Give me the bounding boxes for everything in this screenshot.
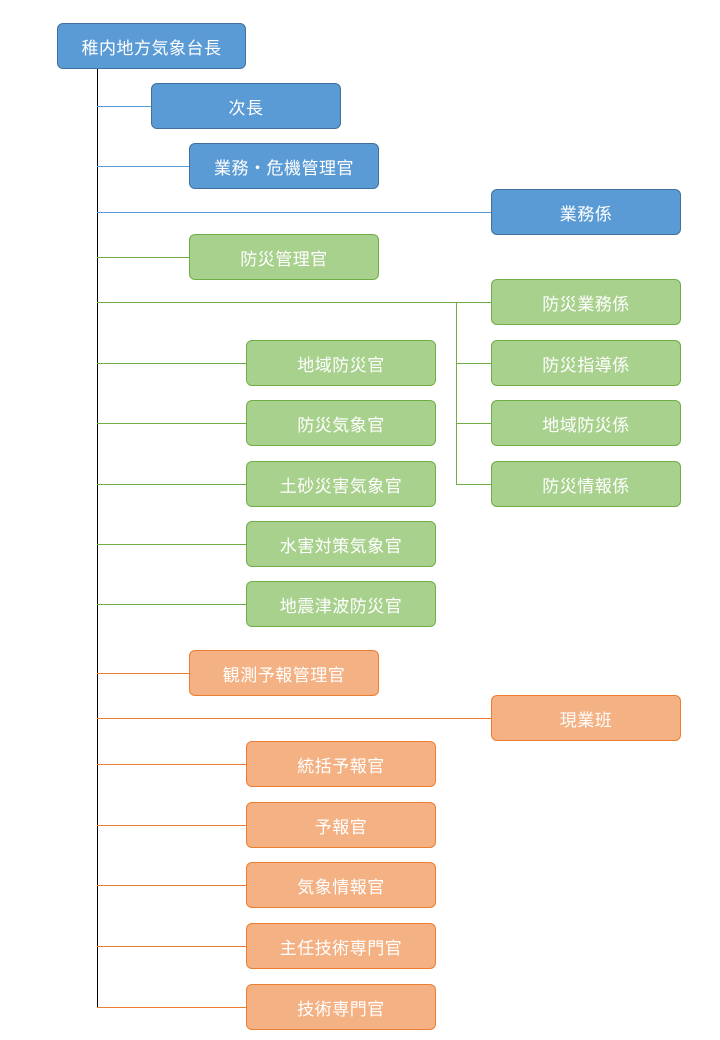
connector-tech-specialist [97, 1007, 247, 1008]
node-senior-tech-specialist: 主任技術専門官 [246, 923, 436, 969]
connector-quake-tsunami-officer [97, 604, 247, 605]
connector-affairs-officer [97, 166, 190, 167]
node-tech-specialist: 技術専門官 [246, 984, 436, 1030]
node-flood-officer: 水害対策気象官 [246, 521, 436, 567]
node-dp-manager: 防災管理官 [189, 234, 379, 280]
node-deputy: 次長 [151, 83, 341, 129]
node-dp-affairs-section: 防災業務係 [491, 279, 681, 325]
connector-dp-guidance [456, 363, 492, 364]
node-dp-info-section: 防災情報係 [491, 461, 681, 507]
connector-flood-officer [97, 544, 247, 545]
node-root-director: 稚内地方気象台長 [57, 23, 246, 69]
node-forecaster: 予報官 [246, 802, 436, 848]
trunk-line [97, 68, 98, 1008]
connector-dp-weather-officer [97, 423, 247, 424]
node-weather-info-officer: 気象情報官 [246, 862, 436, 908]
node-obs-manager: 観測予報管理官 [189, 650, 379, 696]
connector-forecaster [97, 825, 247, 826]
node-sediment-officer: 土砂災害気象官 [246, 461, 436, 507]
connector-deputy [97, 106, 152, 107]
connector-affairs-section [97, 212, 492, 213]
connector-chief-forecaster [97, 764, 247, 765]
node-affairs-officer: 業務・危機管理官 [189, 143, 379, 189]
connector-sediment-officer [97, 484, 247, 485]
connector-dp-info [456, 484, 492, 485]
node-affairs-section: 業務係 [491, 189, 681, 235]
connector-weather-info-officer [97, 885, 247, 886]
connector-senior-tech-specialist [97, 946, 247, 947]
connector-dp-sections-branch [97, 302, 492, 303]
connector-obs-manager [97, 673, 190, 674]
node-regional-dp-officer: 地域防災官 [246, 340, 436, 386]
connector-regional-dp-officer [97, 363, 247, 364]
connector-field-team [97, 718, 492, 719]
node-regional-dp-section: 地域防災係 [491, 400, 681, 446]
connector-dp-manager [97, 257, 190, 258]
node-dp-guidance-section: 防災指導係 [491, 340, 681, 386]
node-field-team: 現業班 [491, 695, 681, 741]
connector-dp-sections-vertical [456, 302, 457, 484]
node-dp-weather-officer: 防災気象官 [246, 400, 436, 446]
node-quake-tsunami-officer: 地震津波防災官 [246, 581, 436, 627]
node-chief-forecaster: 統括予報官 [246, 741, 436, 787]
connector-regional-dp-section [456, 423, 492, 424]
